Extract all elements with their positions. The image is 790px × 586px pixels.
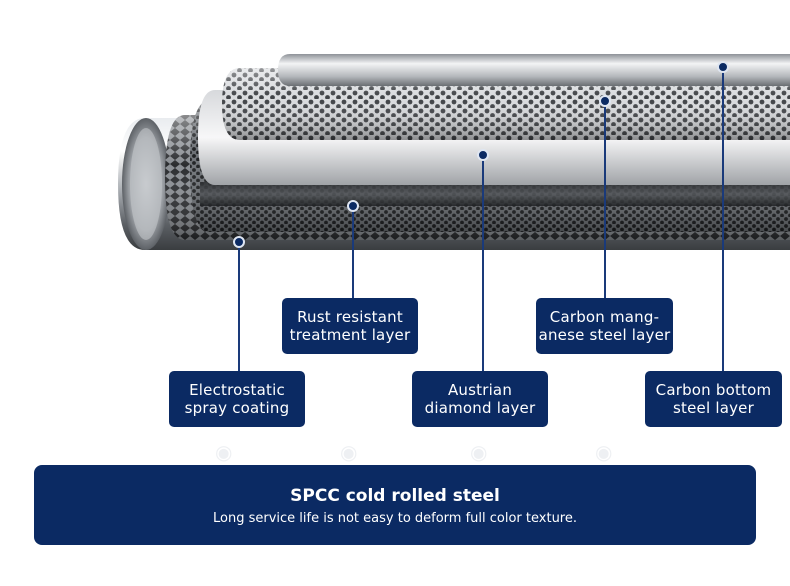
leader-line-carbon-bottom (722, 67, 724, 372)
label-line: Austrian (447, 381, 513, 399)
inner-steel-tube (278, 54, 790, 86)
material-banner: SPCC cold rolled steel Long service life… (34, 465, 756, 545)
leader-line-carbon-manganese (604, 101, 606, 298)
label-austrian-diamond-layer: Austrian diamond layer (412, 371, 548, 427)
watermark-mark: ◉ (215, 440, 233, 464)
label-line: Rust resistant (297, 308, 403, 326)
marker-dot-carbon-manganese (599, 95, 611, 107)
watermark-mark: ◉ (340, 440, 358, 464)
layered-pipe-illustration (118, 54, 790, 250)
label-line: treatment layer (289, 326, 411, 344)
label-line: Carbon bottom (655, 381, 772, 399)
label-carbon-manganese-steel-layer: Carbon mang- anese steel layer (536, 298, 673, 354)
label-line: spray coating (184, 399, 290, 417)
label-rust-resistant-treatment-layer: Rust resistant treatment layer (282, 298, 418, 354)
marker-dot-rust (347, 200, 359, 212)
marker-dot-electrostatic (233, 236, 245, 248)
banner-subtitle: Long service life is not easy to deform … (213, 511, 577, 526)
watermark-mark: ◉ (595, 440, 613, 464)
leader-line-electrostatic (238, 242, 240, 372)
watermark-mark: ◉ (470, 440, 488, 464)
label-electrostatic-spray-coating: Electrostatic spray coating (169, 371, 305, 427)
label-line: diamond layer (424, 399, 536, 417)
label-line: anese steel layer (538, 326, 671, 344)
label-line: Electrostatic (189, 381, 285, 399)
marker-dot-carbon-bottom (717, 61, 729, 73)
marker-dot-austrian (477, 149, 489, 161)
label-carbon-bottom-steel-layer: Carbon bottom steel layer (645, 371, 782, 427)
label-line: steel layer (673, 399, 754, 417)
banner-title: SPCC cold rolled steel (290, 486, 500, 506)
leader-line-austrian (482, 155, 484, 371)
label-line: Carbon mang- (549, 308, 660, 326)
leader-line-rust (352, 206, 354, 298)
